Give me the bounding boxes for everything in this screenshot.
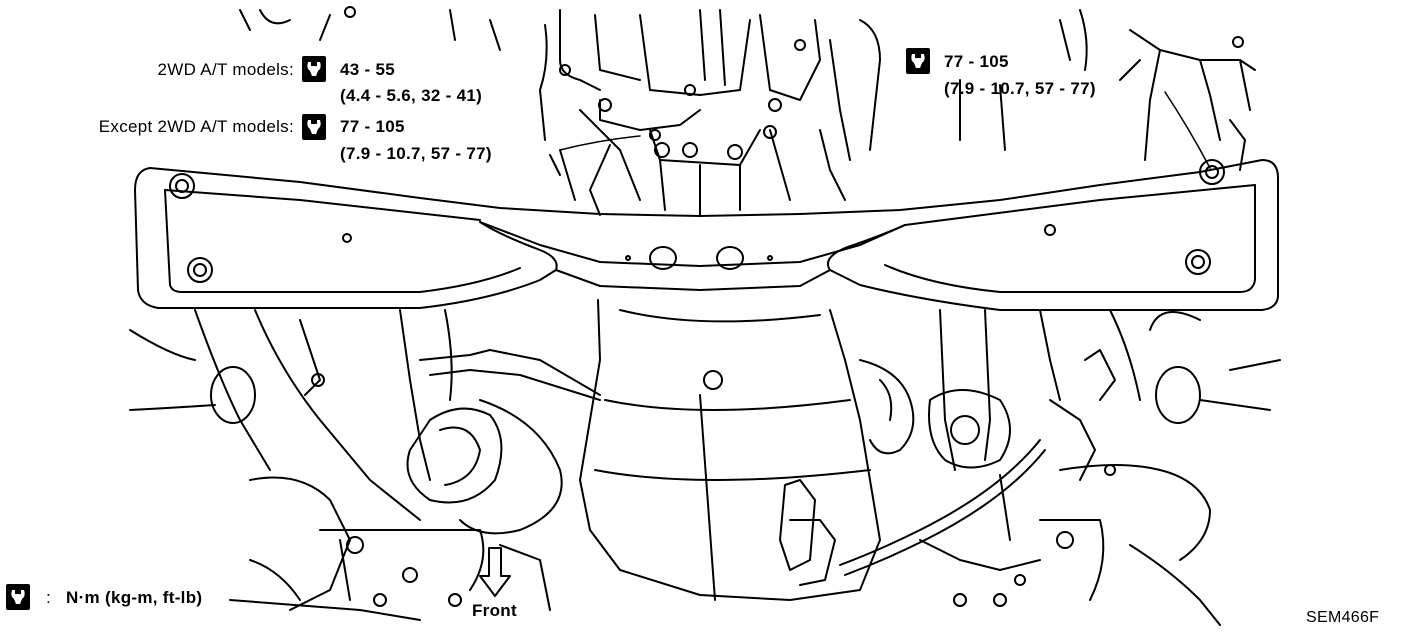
torque-wrench-icon [302, 56, 326, 82]
callout-except-2wd-at-label: Except 2WD A/T models: [98, 117, 294, 136]
callout-except-2wd-at-value: 77 - 105 [340, 117, 405, 136]
callout-2wd-at-label: 2WD A/T models: [157, 60, 294, 79]
mount-bracket-assembly [239, 6, 881, 216]
legend-separator: : [46, 588, 52, 607]
right-lower-components [839, 309, 1281, 626]
callout-right-detail: (7.9 - 10.7, 57 - 77) [944, 79, 1096, 98]
callout-2wd-at-detail: (4.4 - 5.6, 32 - 41) [340, 86, 483, 105]
legend-units: N·m (kg-m, ft-lb) [66, 588, 203, 607]
leader-lines [559, 91, 1211, 169]
torque-wrench-icon [302, 114, 326, 140]
callout-except-2wd-at-detail: (7.9 - 10.7, 57 - 77) [340, 144, 492, 163]
callout-right-value: 77 - 105 [944, 52, 1009, 71]
figure-code: SEM466F [1306, 609, 1380, 626]
crossmember [134, 159, 1279, 311]
front-direction-label: Front [472, 601, 517, 620]
frame-rail-right [959, 9, 1256, 171]
transmission-case [579, 299, 881, 601]
left-lower-components [129, 309, 601, 621]
front-arrow-icon [479, 547, 511, 597]
torque-wrench-icon [906, 48, 930, 74]
torque-wrench-icon [6, 584, 30, 610]
callout-2wd-at-value: 43 - 55 [340, 60, 396, 79]
